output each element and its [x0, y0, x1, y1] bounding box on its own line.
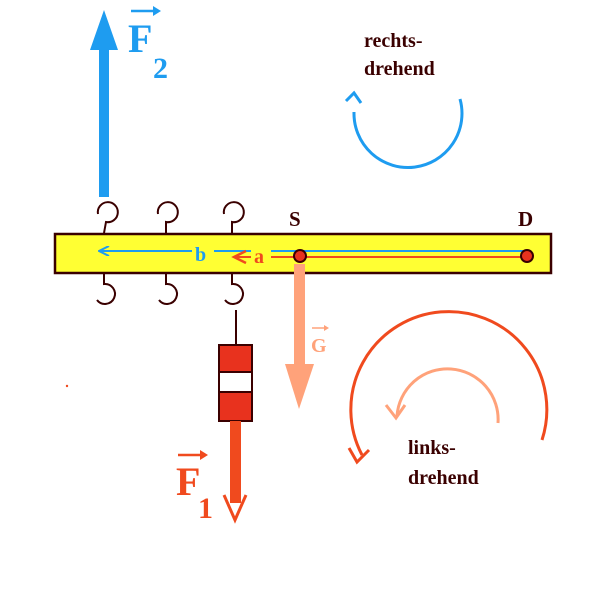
s-label: S [289, 207, 301, 231]
counterclockwise-label-line2: drehend [408, 467, 479, 489]
stray-dot [65, 384, 69, 388]
hooks-top [96, 201, 245, 234]
f2-subscript: 2 [153, 52, 168, 85]
f2-label: F [128, 16, 152, 61]
force-g-arrow [285, 264, 314, 409]
counterclockwise-label-line1: links- [408, 437, 456, 459]
g-label: G [311, 335, 327, 357]
hooks-bottom [96, 274, 244, 305]
a-label-bg [251, 244, 271, 266]
hook-bottom-3 [224, 274, 244, 305]
lever-arm-a [231, 249, 527, 265]
weight-block [218, 344, 253, 422]
b-label-bg [192, 242, 214, 264]
f1-subscript: 1 [198, 492, 213, 525]
hook-top-2 [156, 201, 179, 233]
f1-vector-bar [178, 450, 208, 460]
hook-top-3 [222, 201, 245, 233]
point-d [520, 249, 534, 263]
hook-bottom-2 [158, 274, 178, 305]
clockwise-rotation-arrow [344, 90, 464, 169]
force-f1-arrow [222, 421, 248, 524]
counterclockwise-rotation-arrow-inner [384, 367, 500, 424]
clockwise-label-line2: drehend [364, 58, 435, 80]
hook-bottom-1 [96, 274, 116, 305]
clockwise-label-line1: rechts- [364, 30, 423, 52]
counterclockwise-rotation-arrow-outer [347, 310, 549, 465]
d-label: D [518, 207, 533, 231]
f2-vector-bar [131, 6, 161, 16]
hook-top-1 [96, 201, 119, 234]
g-vector-bar [312, 325, 329, 331]
arm-b-label: b [195, 244, 206, 266]
force-f2-arrow [90, 10, 118, 197]
arm-a-label: a [254, 246, 264, 268]
f1-label: F [176, 459, 200, 504]
point-s [293, 249, 307, 263]
